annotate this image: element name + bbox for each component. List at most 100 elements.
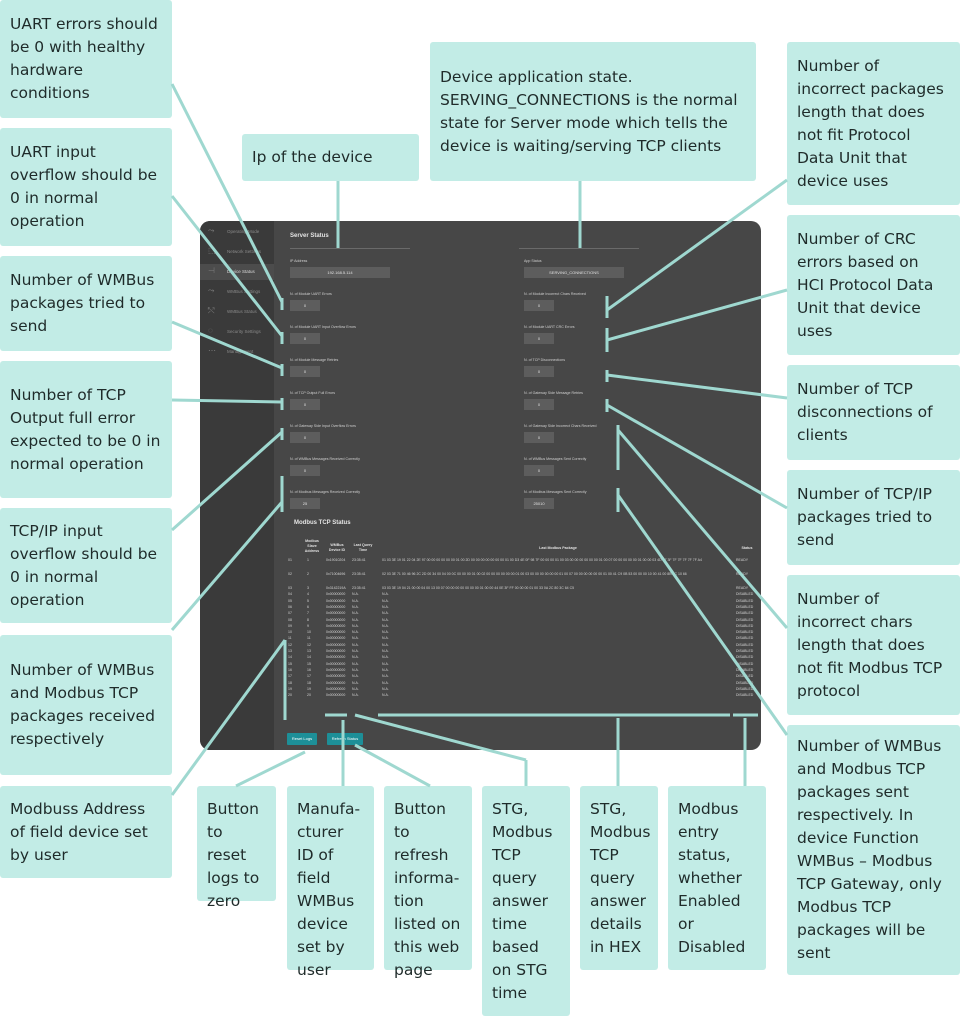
table-cell-status: DISABLED <box>736 630 754 635</box>
callout-tcp-output-full: Number of TCP Output full error expected… <box>0 361 172 498</box>
table-cell-pkg: N.A. <box>382 636 389 641</box>
field-value: 0 <box>524 333 554 344</box>
reset-logs-button[interactable]: Reset Logs <box>287 733 317 745</box>
sidebar-item[interactable]: ⬚Network Settings <box>200 244 274 260</box>
callout-tcp-disconnect: Number of TCP disconnections of clients <box>787 365 960 460</box>
table-cell-dev: 0x00000000 <box>326 617 346 622</box>
sidebar-item-label: Device Status <box>227 269 255 274</box>
table-cell-pkg: 03 03 3E 19 04 21 00 00 04 00 13 00 07 0… <box>382 586 575 590</box>
callout-text: STG, Modbus TCP query answer details in … <box>590 800 651 956</box>
table-cell-idx: 04 <box>288 592 292 597</box>
table-cell-pkg: N.A. <box>382 661 389 666</box>
callout-text: Number of TCP Output full error expected… <box>10 385 161 473</box>
sidebar-item[interactable]: ⋯Management <box>200 344 274 360</box>
table-cell-time: N.A. <box>352 686 359 691</box>
callout-text: Device application state. SERVING_CONNEC… <box>440 67 738 155</box>
sidebar-item[interactable]: ⤲WMBus Status <box>200 304 274 320</box>
callout-incorrect-chars: Number of incorrect chars length that do… <box>787 575 960 715</box>
table-cell-status: DISABLED <box>736 642 754 647</box>
table-cell-idx: 16 <box>288 667 292 672</box>
callout-wmbus-tried: Number of WMBus packages tried to send <box>0 256 172 351</box>
table-cell-status: DISABLED <box>736 623 754 628</box>
table-cell-dev: 0x00000000 <box>326 680 346 685</box>
table-cell-addr: 3 <box>307 586 309 590</box>
callout-text: Number of TCP/IP packages tried to send <box>797 485 933 549</box>
table-cell-addr: 15 <box>307 661 311 666</box>
table-cell-addr: 10 <box>307 630 311 635</box>
field-label: N. of Modbus Messages Received Correctly <box>290 490 361 494</box>
field-value: 0 <box>290 333 320 344</box>
callout-text: Number of TCP disconnections of clients <box>797 380 933 444</box>
server-status-title: Server Status <box>290 233 329 239</box>
col-header-package: Last Modbus Package <box>539 546 577 550</box>
field-value: 25 <box>290 498 320 509</box>
callout-text: TCP/IP input overflow should be 0 in nor… <box>10 521 158 609</box>
callout-text: Number of incorrect chars length that do… <box>797 589 943 700</box>
device-status-icon: ⊣ <box>208 266 215 275</box>
table-cell-pkg: N.A. <box>382 680 389 685</box>
sidebar-item[interactable]: ⤳WMBus Settings <box>200 284 274 300</box>
field-value: 0 <box>290 399 320 410</box>
table-cell-status: READY <box>736 572 749 576</box>
table-cell-addr: 18 <box>307 680 311 685</box>
callout-text: UART errors should be 0 with healthy har… <box>10 15 158 102</box>
field-label: N. of Module UART Input Overflow Errors <box>290 325 356 329</box>
table-cell-idx: 02 <box>288 572 292 576</box>
table-cell-status: DISABLED <box>736 655 754 660</box>
callout-app-state: Device application state. SERVING_CONNEC… <box>430 42 756 181</box>
table-cell-dev: 0x00000000 <box>326 642 346 647</box>
field-value: 0 <box>290 300 320 311</box>
field-value: 0 <box>290 465 320 476</box>
table-cell-status: READY <box>736 586 749 590</box>
refresh-status-button[interactable]: Refresh Status <box>327 733 363 745</box>
callout-text: Number of incorrect packages length that… <box>797 56 944 190</box>
sidebar-item[interactable]: ⤳Operating Mode <box>200 224 274 240</box>
field-value: 0 <box>524 465 554 476</box>
table-cell-dev: 0x00000000 <box>326 655 346 660</box>
table-cell-dev: 0x00000000 <box>326 674 346 679</box>
table-cell-pkg: N.A. <box>382 617 389 622</box>
sidebar-item[interactable]: ◌Security Settings <box>200 324 274 340</box>
col-header-status: Status <box>741 546 753 550</box>
sidebar-item-label: WMBus Settings <box>227 289 261 294</box>
table-cell-status: DISABLED <box>736 686 754 691</box>
table-cell-status: DISABLED <box>736 611 754 616</box>
table-cell-status: DISABLED <box>736 598 754 603</box>
table-cell-pkg: N.A. <box>382 604 389 609</box>
table-cell-addr: 13 <box>307 649 311 653</box>
table-cell-status: DISABLED <box>736 617 754 622</box>
table-cell-time: N.A. <box>352 623 359 628</box>
table-cell-time: N.A. <box>352 636 359 641</box>
table-cell-dev: 0x00000000 <box>326 636 346 641</box>
field-label: N. of Gateway Side Input Overflow Errors <box>290 424 356 428</box>
sidebar-item-label: Operating Mode <box>227 229 260 234</box>
table-cell-time: N.A. <box>352 649 359 653</box>
table-cell-idx: 11 <box>288 636 292 641</box>
sidebar-item-label: Security Settings <box>227 329 261 334</box>
field-label: N. of Module Incorrect Chars Received <box>524 292 586 296</box>
table-cell-status: DISABLED <box>736 667 754 672</box>
callout-uart-errors: UART errors should be 0 with healthy har… <box>0 0 172 118</box>
callout-text: Button to reset logs to zero <box>207 800 260 910</box>
table-cell-idx: 03 <box>288 586 292 590</box>
field-label: N. of Module UART CRC Errors <box>524 325 575 329</box>
table-cell-pkg: N.A. <box>382 693 389 698</box>
field-value: 192.168.5.114 <box>290 267 390 278</box>
table-cell-dev: 0x19010204 <box>326 558 346 562</box>
management-icon: ⋯ <box>208 346 216 355</box>
table-cell-time: N.A. <box>352 661 359 666</box>
table-cell-pkg: N.A. <box>382 623 389 628</box>
callout-text: Number of WMBus and Modbus TCP packages … <box>10 661 155 748</box>
wmbus-status-icon: ⤲ <box>208 306 215 315</box>
callout-ip: Ip of the device <box>242 134 419 181</box>
callout-uart-overflow: UART input overflow should be 0 in norma… <box>0 128 172 246</box>
field-label: N. of TCP Disconnections <box>524 358 566 362</box>
table-cell-time: N.A. <box>352 611 359 616</box>
callout-query-time: STG, Modbus TCP query answer time based … <box>482 786 570 1016</box>
table-cell-status: DISABLED <box>736 592 754 597</box>
callout-received: Number of WMBus and Modbus TCP packages … <box>0 635 172 775</box>
callout-incorrect-len: Number of incorrect packages length that… <box>787 42 960 205</box>
sidebar-item[interactable]: ⊣ Device Status <box>200 264 274 280</box>
table-cell-pkg: N.A. <box>382 674 389 679</box>
network-icon: ⬚ <box>208 246 216 255</box>
